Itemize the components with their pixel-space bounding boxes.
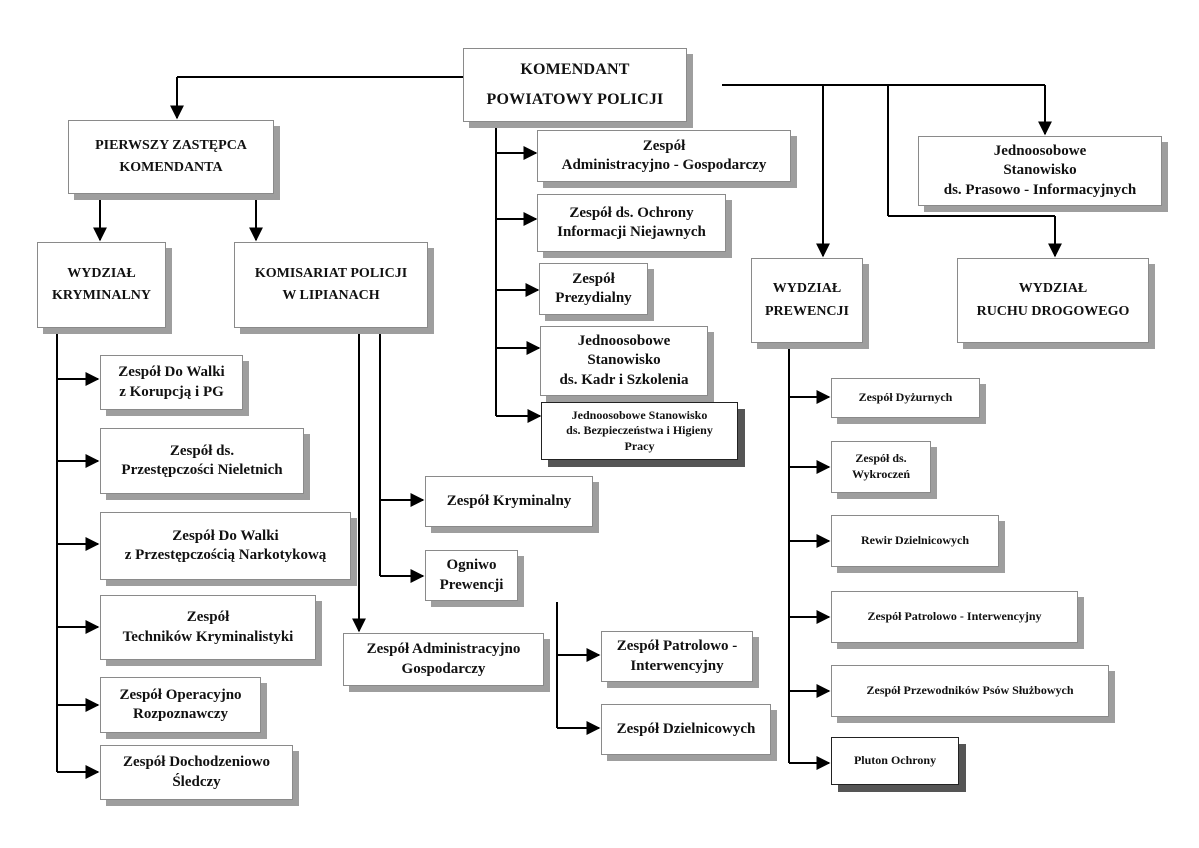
crim-unit-forensics: Zespół Techników Kryminalistyki <box>100 595 316 660</box>
bhp-post: Jednoosobowe Stanowisko ds. Bezpieczeńst… <box>541 402 738 460</box>
traffic-dept: WYDZIAŁ RUCHU DROGOWEGO <box>957 258 1149 343</box>
admin-team: Zespół Administracyjno - Gospodarczy <box>537 130 791 182</box>
comm-unit-district: Zespół Dzielnicowych <box>601 704 771 755</box>
crim-unit-corruption: Zespół Do Walki z Korupcją i PG <box>100 355 243 410</box>
comm-unit-patrol: Zespół Patrolowo - Interwencyjny <box>601 631 753 682</box>
crim-unit-juvenile: Zespół ds. Przestępczości Nieletnich <box>100 428 304 494</box>
secret-info-team: Zespół ds. Ochrony Informacji Niejawnych <box>537 194 726 252</box>
commissariat-lipiany: KOMISARIAT POLICJI W LIPIANACH <box>234 242 428 328</box>
prevention-dept: WYDZIAŁ PREWENCJI <box>751 258 863 343</box>
prev-unit-duty: Zespół Dyżurnych <box>831 378 980 418</box>
comm-unit-admin: Zespół Administracyjno Gospodarczy <box>343 633 544 686</box>
crim-unit-investigation: Zespół Dochodzeniowo Śledczy <box>100 745 293 800</box>
prev-unit-offences: Zespół ds. Wykroczeń <box>831 441 931 493</box>
prev-unit-dog-handlers: Zespół Przewodników Psów Służbowych <box>831 665 1109 717</box>
prev-unit-patrol: Zespół Patrolowo - Interwencyjny <box>831 591 1078 643</box>
deputy-commander: PIERWSZY ZASTĘPCA KOMENDANTA <box>68 120 274 194</box>
press-post: Jednoosobowe Stanowisko ds. Prasowo - In… <box>918 136 1162 206</box>
presidium-team: Zespół Prezydialny <box>539 263 648 315</box>
prev-unit-guard-platoon: Pluton Ochrony <box>831 737 959 785</box>
comm-unit-prevention: Ogniwo Prewencji <box>425 550 518 601</box>
comm-unit-criminal: Zespół Kryminalny <box>425 476 593 527</box>
root-commander: KOMENDANT POWIATOWY POLICJI <box>463 48 687 122</box>
criminal-dept: WYDZIAŁ KRYMINALNY <box>37 242 166 328</box>
crim-unit-narcotics: Zespół Do Walki z Przestępczością Narkot… <box>100 512 351 580</box>
hr-post: Jednoosobowe Stanowisko ds. Kadr i Szkol… <box>540 326 708 396</box>
crim-unit-operations: Zespół Operacyjno Rozpoznawczy <box>100 677 261 733</box>
prev-unit-district-beat: Rewir Dzielnicowych <box>831 515 999 567</box>
